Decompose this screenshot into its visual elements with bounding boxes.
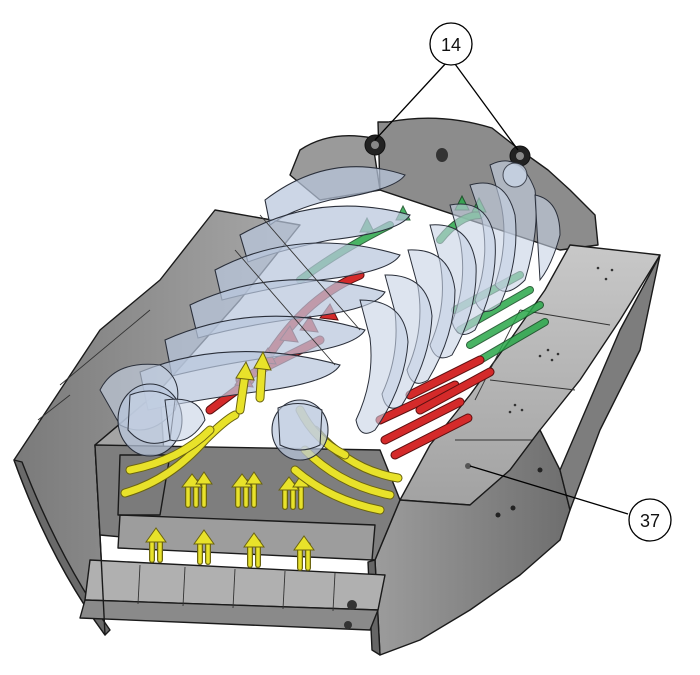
callout-circle-right (628, 498, 672, 542)
callout-circle-top (429, 22, 473, 66)
plate-holes (465, 266, 614, 469)
right-rotor (355, 160, 561, 434)
leader-line-37 (469, 465, 629, 515)
right-rotor-hub (271, 399, 329, 461)
callout-37: 37 (469, 465, 672, 542)
leader-line-left (374, 61, 448, 141)
callout-14: 14 (374, 22, 519, 151)
callout-label-14: 14 (441, 35, 461, 55)
back-wall-hole (436, 148, 448, 162)
leader-line-right (454, 63, 519, 151)
callout-label-37: 37 (640, 511, 660, 531)
yellow-up-arrows (145, 471, 315, 571)
